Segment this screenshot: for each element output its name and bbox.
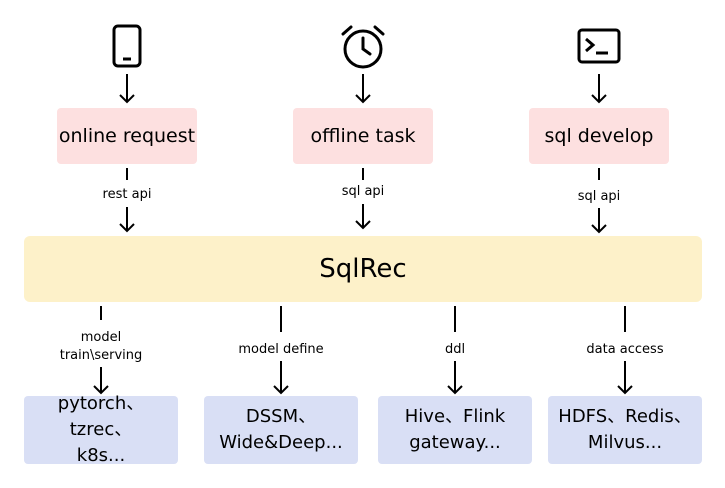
connector-label-sql-api-develop: sql api — [577, 189, 621, 204]
arrow-core-to-hdfs — [617, 361, 633, 395]
arrow-core-to-hive — [447, 361, 463, 395]
output-box-hive: Hive、Flink gateway... — [378, 396, 532, 464]
arrow-sql-to-core — [591, 208, 607, 234]
connector-label-sql-api-offline: sql api — [341, 184, 385, 199]
connector-label-model-train-serving: model train\serving — [59, 330, 143, 363]
arrow-phone-to-online — [119, 74, 135, 104]
connector-label-data-access: data access — [586, 342, 664, 357]
arrow-clock-to-offline — [355, 74, 371, 104]
connector-line-model-train — [100, 306, 102, 320]
core-box-sqlrec: SqlRec — [24, 236, 702, 302]
connector-label-ddl: ddl — [444, 342, 466, 357]
input-box-online-request: online request — [57, 108, 197, 164]
input-box-sql-develop: sql develop — [529, 108, 669, 164]
arrow-online-to-core — [119, 207, 135, 233]
connector-line-data-access — [624, 306, 626, 332]
connector-label-model-define: model define — [238, 342, 324, 357]
connector-line-offline — [362, 168, 364, 180]
arrow-offline-to-core — [355, 204, 371, 230]
arrow-core-to-pytorch — [93, 367, 109, 395]
output-box-pytorch: pytorch、tzrec、 k8s... — [24, 393, 178, 466]
arrow-terminal-to-sql — [591, 74, 607, 104]
phone-icon — [112, 24, 142, 68]
connector-line-ddl — [454, 306, 456, 332]
output-box-dssm: DSSM、 Wide&Deep... — [204, 396, 358, 464]
input-box-offline-task: offline task — [293, 108, 433, 164]
arrow-core-to-dssm — [273, 361, 289, 395]
alarm-clock-icon — [341, 25, 385, 69]
connector-line-model-define — [280, 306, 282, 332]
terminal-icon — [577, 28, 621, 64]
connector-line-online — [126, 168, 128, 180]
output-box-hdfs: HDFS、Redis、 Milvus... — [548, 396, 702, 464]
connector-line-sql — [598, 168, 600, 180]
connector-label-rest-api: rest api — [102, 187, 152, 202]
